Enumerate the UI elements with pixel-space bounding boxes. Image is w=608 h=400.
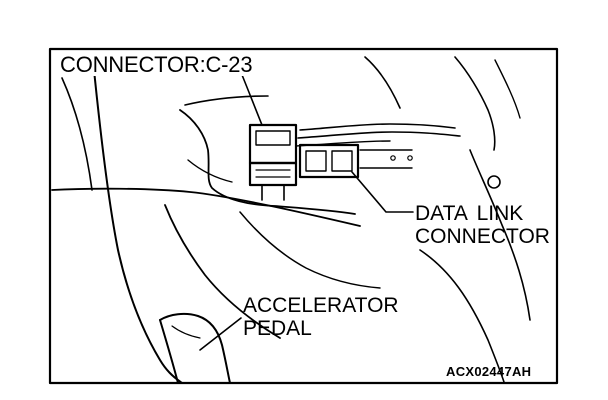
right-trim-panel — [469, 149, 531, 321]
harness-arc-3 — [494, 59, 521, 119]
connector-c23-label: CONNECTOR:C-23 — [58, 52, 255, 77]
accelerator-pedal-label-line2: PEDAL — [243, 317, 312, 340]
connector-c23 — [248, 123, 298, 201]
right-lower-line — [419, 249, 505, 383]
accelerator-pedal-label-line1: ACCELERATOR — [243, 294, 399, 317]
leader-accelerator-pedal — [199, 317, 242, 351]
lower-support-panel-2 — [239, 211, 381, 289]
left-panel-inner — [61, 77, 93, 191]
figure-frame — [48, 47, 559, 385]
left-panel-outline — [92, 59, 183, 384]
data-link-connector-shape — [298, 143, 413, 179]
data-link-connector-label-line1: DATA LINK — [415, 202, 524, 225]
dash-upper-edge — [184, 95, 269, 106]
accelerator-pedal-shape — [159, 312, 231, 384]
mounting-bolt — [487, 175, 501, 189]
leader-data-link — [351, 171, 414, 213]
data-link-connector-label-line2: CONNECTOR — [415, 225, 550, 248]
harness-arc-1 — [364, 56, 401, 109]
harness-arc-2 — [454, 56, 496, 151]
harness-wire-1 — [299, 123, 456, 131]
under-dash-housing-2 — [187, 159, 233, 183]
harness-wire-2 — [297, 131, 461, 139]
figure-code: ACX02447AH — [446, 364, 532, 379]
lower-support-panel — [164, 204, 281, 339]
dash-lower-edge — [51, 187, 361, 227]
under-dash-housing — [179, 109, 356, 215]
